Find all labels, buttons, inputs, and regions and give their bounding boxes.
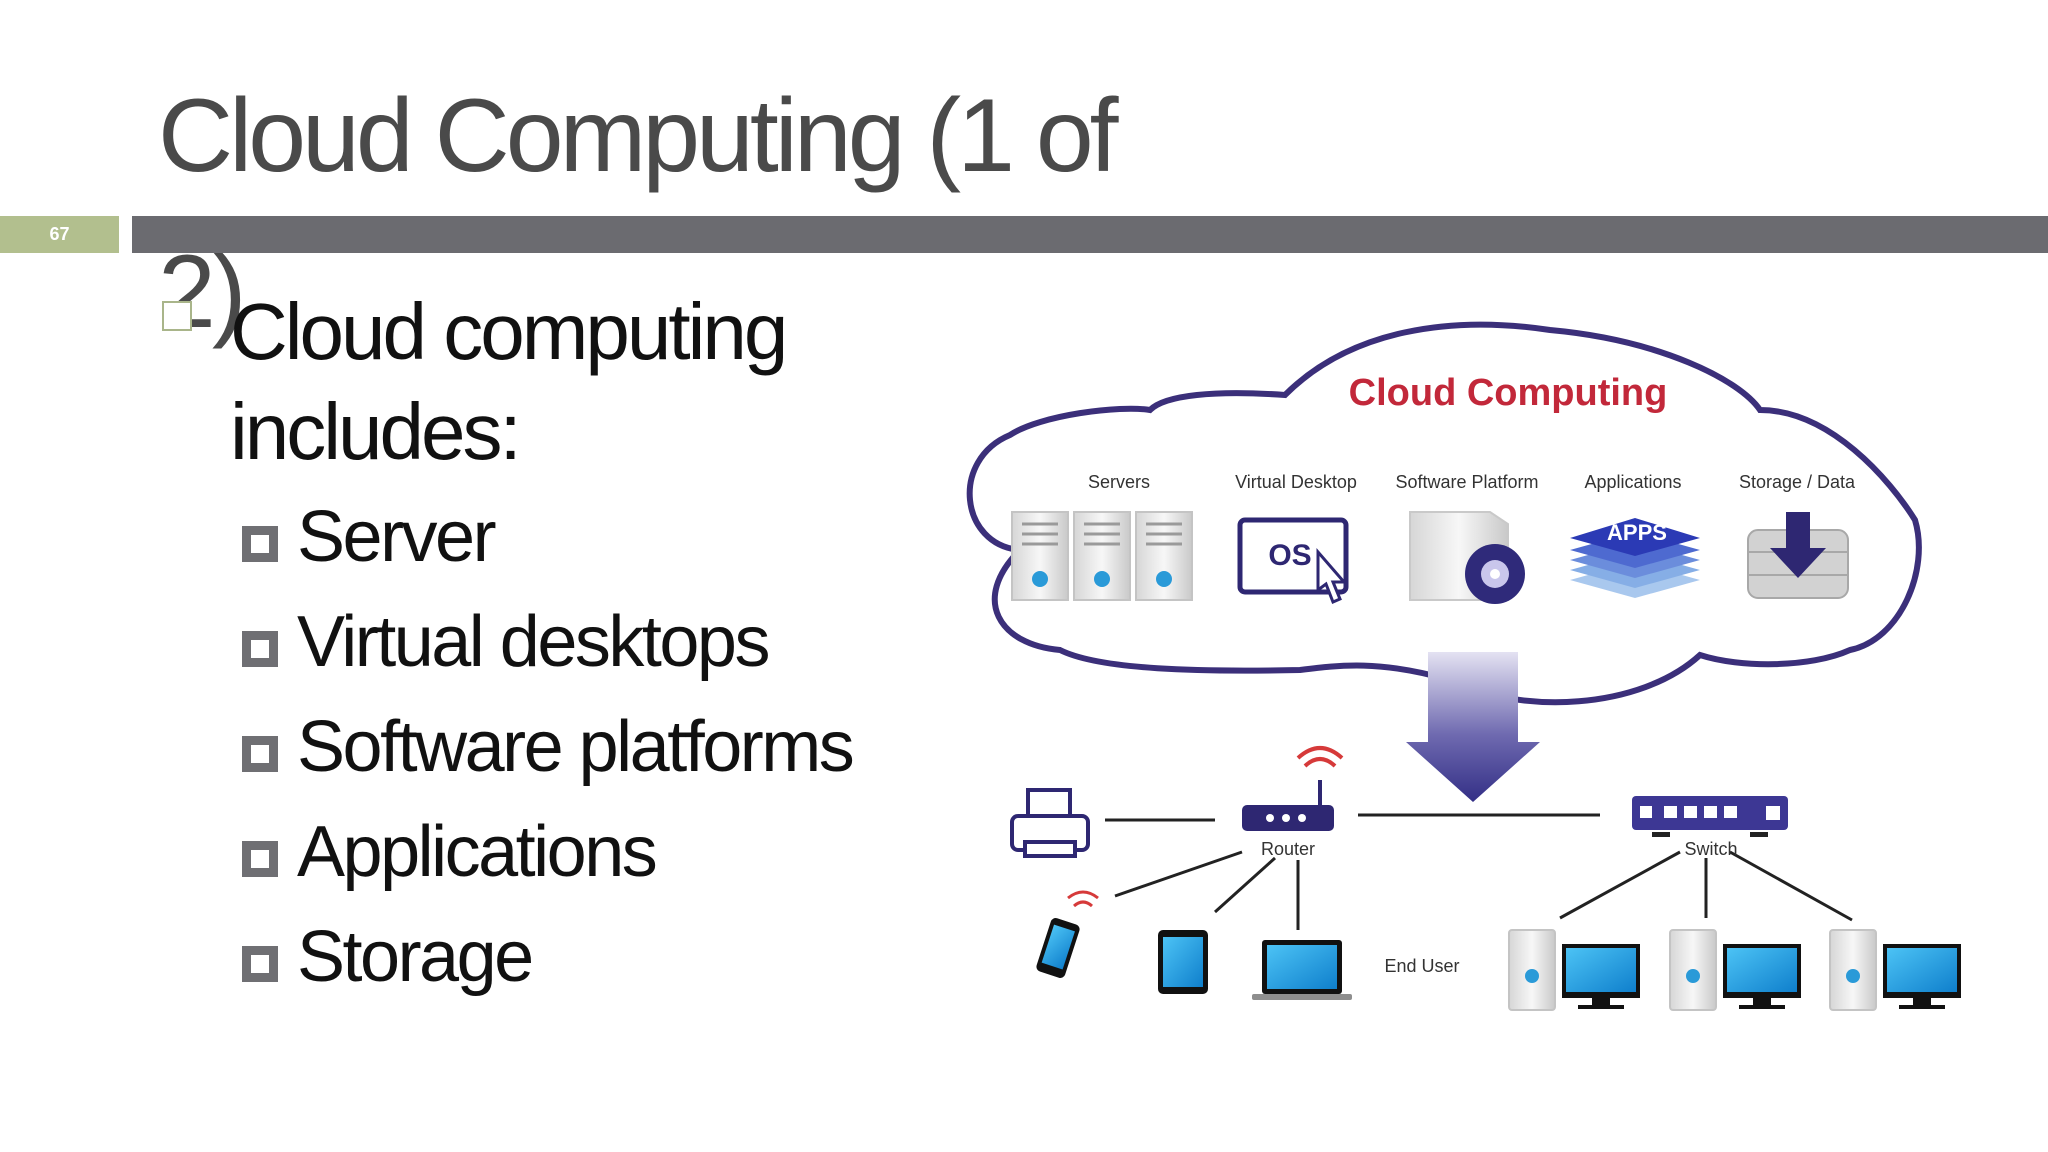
network-lines	[1105, 813, 1853, 930]
printer-icon	[1010, 788, 1090, 858]
desktop-computer-icon	[1508, 929, 1640, 1011]
storage-database-icon	[1747, 512, 1849, 599]
applications-stack-icon: APPS	[1570, 518, 1700, 598]
wifi-signal-icon	[1067, 890, 1099, 908]
laptop-icon	[1252, 940, 1352, 1000]
sub-bullet-icon	[242, 946, 278, 982]
service-label-applications: Applications	[1584, 472, 1681, 492]
sub-bullet-icon	[242, 631, 278, 667]
sub-bullet-text: Storage	[297, 917, 534, 997]
switch-icon	[1632, 796, 1788, 837]
router-label: Router	[1261, 839, 1315, 859]
title-underline-bar	[132, 216, 2048, 253]
sub-bullet-text: Software platforms	[297, 707, 855, 787]
software-platform-icon	[1409, 511, 1525, 604]
sub-bullet-text: Server	[297, 497, 497, 577]
sub-bullet-icon	[242, 841, 278, 877]
bullet-marker-icon	[162, 301, 192, 331]
virtual-desktop-os-icon: OS	[1237, 517, 1349, 604]
service-label-software-platform: Software Platform	[1395, 472, 1538, 492]
service-label-virtual-desktop: Virtual Desktop	[1235, 472, 1357, 492]
sub-bullet-icon	[242, 526, 278, 562]
download-arrow-icon	[1406, 652, 1540, 802]
tablet-icon	[1158, 930, 1208, 994]
sub-bullet-text: Applications	[297, 812, 658, 892]
sub-bullet-icon	[242, 736, 278, 772]
switch-label: Switch	[1684, 839, 1737, 859]
cloud-title: Cloud Computing	[1349, 372, 1668, 414]
main-bullet-text: Cloud computing includes:	[230, 287, 788, 476]
desktop-computer-icon	[1829, 929, 1961, 1011]
sub-bullet-text: Virtual desktops	[297, 602, 770, 682]
end-user-label: End User	[1384, 956, 1459, 976]
os-label: OS	[1268, 539, 1311, 572]
slide-number: 67	[49, 224, 70, 244]
router-icon	[1242, 746, 1344, 831]
service-label-storage: Storage / Data	[1739, 472, 1856, 492]
cloud-computing-diagram: Cloud Computing Servers Virtual Desktop …	[966, 321, 1961, 1011]
servers-icon	[1011, 511, 1193, 601]
apps-label: APPS	[1607, 520, 1667, 545]
mobile-phone-icon	[1036, 918, 1080, 978]
desktop-computer-icon	[1669, 929, 1801, 1011]
slide-number-bar	[0, 216, 119, 253]
service-label-servers: Servers	[1088, 472, 1150, 492]
slide-title: Cloud Computing (1 of 2)	[158, 78, 1119, 350]
